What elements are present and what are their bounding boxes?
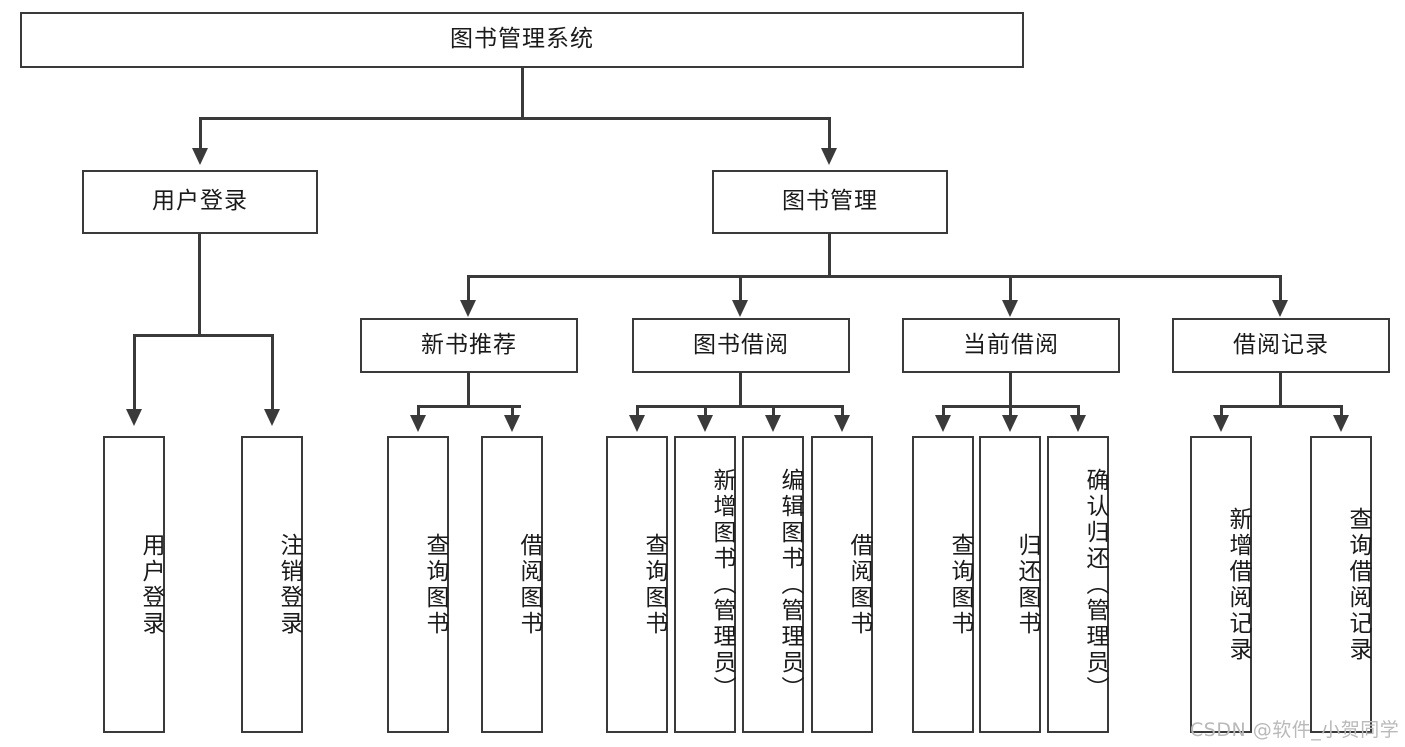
node-leaf-query-book-1[interactable]: 查询图书 — [387, 436, 449, 733]
arrow-nb-to-leaf-2 — [504, 415, 520, 432]
node-leaf-confirm-return[interactable]: 确认归还（管理员） — [1047, 436, 1109, 733]
node-current-borrow[interactable]: 当前借阅 — [902, 318, 1120, 373]
edge-new-book-bus — [417, 405, 521, 408]
node-label: 归还图书 — [1014, 532, 1040, 637]
edge-borrow-record-stem — [1279, 373, 1282, 406]
arrow-cb-to-leaf-3 — [1070, 415, 1086, 432]
node-label: 编辑图书（管理员） — [777, 467, 803, 702]
edge-nb-to-leaf-1 — [417, 405, 420, 417]
node-label: 查询图书 — [947, 532, 973, 637]
node-leaf-return-book[interactable]: 归还图书 — [979, 436, 1041, 733]
arrow-br-to-leaf-2 — [1333, 415, 1349, 432]
edge-bm-to-borrow-record — [1279, 275, 1282, 301]
edge-br-to-leaf-2 — [1340, 405, 1343, 417]
node-label: 用户登录 — [138, 532, 164, 637]
node-borrow-record[interactable]: 借阅记录 — [1172, 318, 1390, 373]
node-label: 查询图书 — [422, 532, 448, 637]
node-label: 图书借阅 — [693, 331, 789, 358]
edge-cb-to-leaf-1 — [942, 405, 945, 417]
arrow-cb-to-leaf-1 — [935, 415, 951, 432]
edge-bm-to-book-borrow — [739, 275, 742, 301]
edge-user-login-stem — [198, 234, 201, 335]
node-leaf-user-login[interactable]: 用户登录 — [103, 436, 165, 733]
arrow-nb-to-leaf-1 — [410, 415, 426, 432]
edge-borrow-record-bus — [1220, 405, 1342, 408]
node-leaf-add-book[interactable]: 新增图书（管理员） — [674, 436, 736, 733]
arrow-bm-to-borrow-record — [1272, 300, 1288, 317]
edge-user-login-bus — [133, 334, 273, 337]
edge-root-bus — [199, 117, 831, 120]
edge-root-to-user-login — [199, 117, 202, 149]
arrow-root-to-book-management — [821, 148, 837, 165]
node-new-book-recommend[interactable]: 新书推荐 — [360, 318, 578, 373]
arrow-bm-to-current-borrow — [1002, 300, 1018, 317]
node-label: 确认归还（管理员） — [1082, 467, 1108, 702]
node-leaf-borrow-book-2[interactable]: 借阅图书 — [811, 436, 873, 733]
node-label: 图书管理 — [782, 188, 878, 215]
edge-bb-to-leaf-1 — [636, 405, 639, 417]
node-label: 新增图书（管理员） — [709, 467, 735, 702]
arrow-root-to-user-login — [192, 148, 208, 165]
edge-book-management-bus — [467, 275, 1281, 278]
node-root-book-management-system[interactable]: 图书管理系统 — [20, 12, 1024, 68]
node-label: 图书管理系统 — [450, 26, 594, 53]
edge-current-borrow-stem — [1009, 373, 1012, 406]
node-label: 查询图书 — [641, 532, 667, 637]
node-label: 新增借阅记录 — [1225, 506, 1251, 663]
arrow-bb-to-leaf-2 — [697, 415, 713, 432]
edge-user-login-to-leaf-2 — [271, 334, 274, 410]
arrow-bb-to-leaf-4 — [834, 415, 850, 432]
node-label: 查询借阅记录 — [1345, 506, 1371, 663]
arrow-user-login-to-leaf-1 — [126, 409, 142, 426]
node-label: 借阅图书 — [846, 532, 872, 637]
edge-root-to-book-management — [828, 117, 831, 149]
edge-book-borrow-bus — [636, 405, 844, 408]
edge-cb-to-leaf-2 — [1009, 405, 1012, 417]
edge-bb-to-leaf-2 — [704, 405, 707, 417]
edge-root-stem — [521, 68, 524, 118]
edge-bm-to-current-borrow — [1009, 275, 1012, 301]
node-label: 借阅图书 — [516, 532, 542, 637]
edge-br-to-leaf-1 — [1220, 405, 1223, 417]
node-label: 注销登录 — [276, 532, 302, 637]
node-leaf-query-book-3[interactable]: 查询图书 — [912, 436, 974, 733]
edge-user-login-to-leaf-1 — [133, 334, 136, 410]
node-leaf-edit-book[interactable]: 编辑图书（管理员） — [742, 436, 804, 733]
node-book-management[interactable]: 图书管理 — [712, 170, 948, 234]
node-label: 当前借阅 — [963, 331, 1059, 358]
node-label: 新书推荐 — [421, 331, 517, 358]
arrow-cb-to-leaf-2 — [1002, 415, 1018, 432]
edge-new-book-stem — [467, 373, 470, 406]
node-leaf-query-book-2[interactable]: 查询图书 — [606, 436, 668, 733]
edge-bb-to-leaf-3 — [772, 405, 775, 417]
watermark: CSDN @软件_小贺同学 — [1190, 719, 1400, 741]
arrow-bb-to-leaf-3 — [765, 415, 781, 432]
node-label: 用户登录 — [152, 188, 248, 215]
node-book-borrow[interactable]: 图书借阅 — [632, 318, 850, 373]
arrow-bm-to-new-book — [460, 300, 476, 317]
arrow-bb-to-leaf-1 — [629, 415, 645, 432]
edge-cb-to-leaf-3 — [1077, 405, 1080, 417]
node-user-login[interactable]: 用户登录 — [82, 170, 318, 234]
arrow-br-to-leaf-1 — [1213, 415, 1229, 432]
node-leaf-borrow-book-1[interactable]: 借阅图书 — [481, 436, 543, 733]
edge-bb-to-leaf-4 — [841, 405, 844, 417]
edge-book-borrow-stem — [739, 373, 742, 406]
edge-nb-to-leaf-2 — [511, 405, 514, 417]
edge-bm-to-new-book — [467, 275, 470, 301]
arrow-bm-to-book-borrow — [732, 300, 748, 317]
node-leaf-query-record[interactable]: 查询借阅记录 — [1310, 436, 1372, 733]
node-leaf-user-logout[interactable]: 注销登录 — [241, 436, 303, 733]
arrow-user-login-to-leaf-2 — [264, 409, 280, 426]
edge-book-management-stem — [828, 234, 831, 276]
node-label: 借阅记录 — [1233, 331, 1329, 358]
node-leaf-add-record[interactable]: 新增借阅记录 — [1190, 436, 1252, 733]
